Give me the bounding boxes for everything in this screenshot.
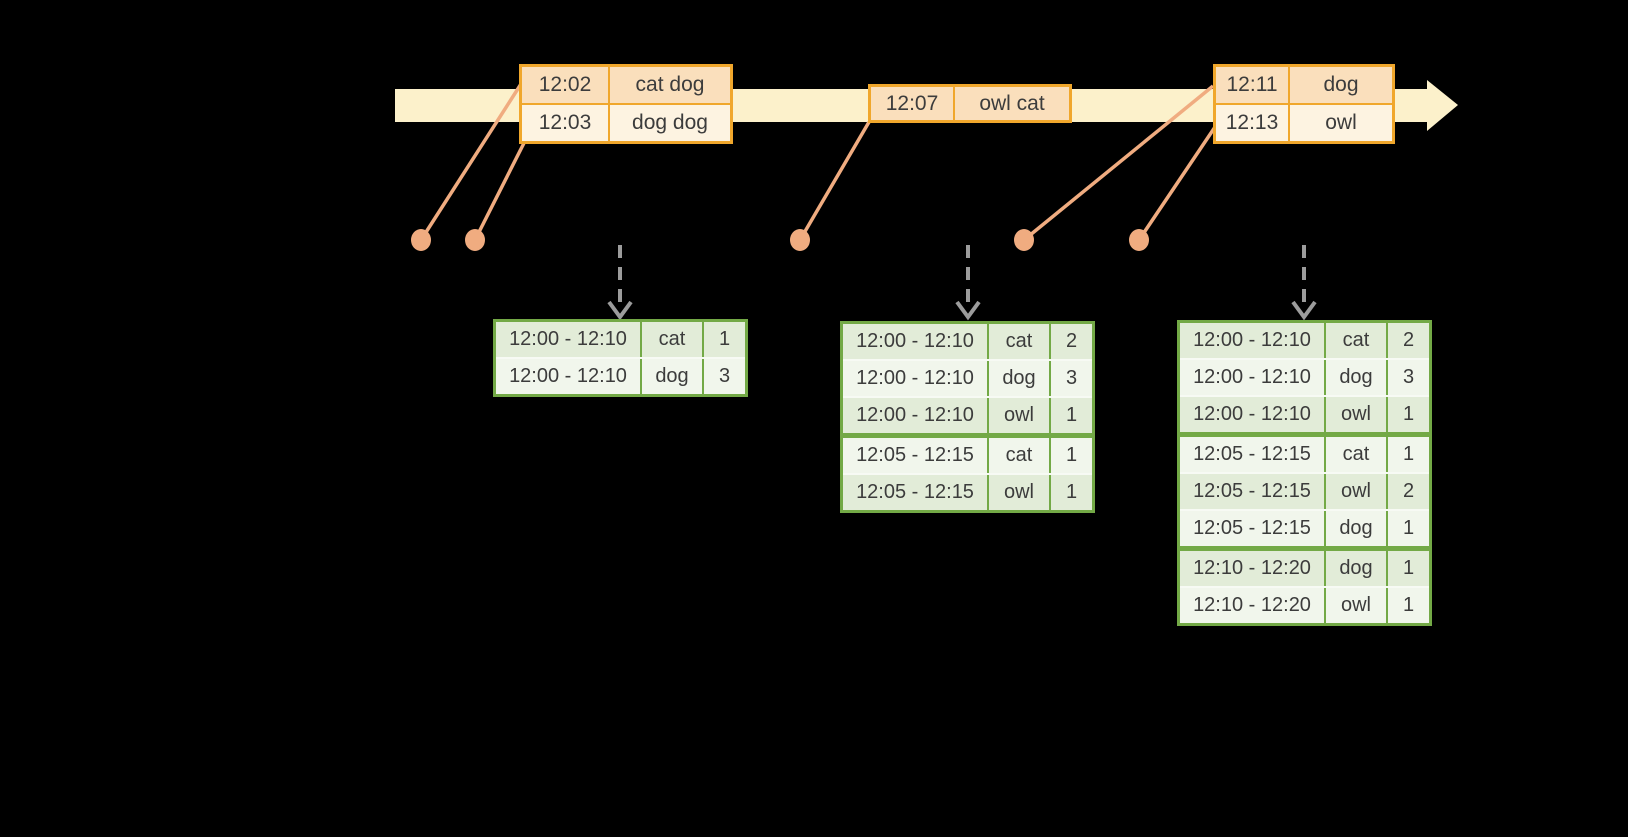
result-window-cell: 12:00 - 12:10	[496, 322, 640, 357]
result-window-cell: 12:05 - 12:15	[1180, 474, 1324, 509]
result-count-cell: 2	[1051, 324, 1092, 359]
result-word-cell: cat	[989, 324, 1049, 359]
result-word-cell: owl	[1326, 588, 1386, 623]
result-word-cell: owl	[1326, 397, 1386, 432]
trigger-arrowhead-icon	[1291, 300, 1317, 321]
result-window-cell: 12:10 - 12:20	[1180, 551, 1324, 586]
result-window-cell: 12:05 - 12:15	[843, 475, 987, 510]
event-words-cell: dog	[1290, 67, 1392, 103]
event-connector-line	[473, 142, 526, 241]
result-word-cell: dog	[1326, 360, 1386, 395]
result-count-cell: 1	[1051, 438, 1092, 473]
result-count-cell: 1	[1388, 551, 1429, 586]
result-word-cell: owl	[989, 475, 1049, 510]
event-dot	[790, 229, 810, 251]
result-count-cell: 1	[1051, 475, 1092, 510]
result-window-cell: 12:00 - 12:10	[496, 359, 640, 394]
result-word-cell: dog	[989, 361, 1049, 396]
event-time-cell: 12:03	[522, 105, 608, 141]
timeline-arrowhead-icon	[1427, 80, 1458, 131]
result-window-cell: 12:05 - 12:15	[1180, 437, 1324, 472]
event-connector-line	[1137, 126, 1217, 241]
event-time-cell: 12:07	[871, 87, 953, 120]
event-connector-line	[419, 83, 523, 241]
event-words-cell: dog dog	[610, 105, 730, 141]
result-window-cell: 12:00 - 12:10	[843, 398, 987, 433]
event-dot	[1129, 229, 1149, 251]
event-dot	[465, 229, 485, 251]
event-words-cell: owl cat	[955, 87, 1069, 120]
result-count-cell: 3	[1051, 361, 1092, 396]
result-window-cell: 12:00 - 12:10	[1180, 397, 1324, 432]
trigger-arrowhead-icon	[607, 300, 633, 321]
result-word-cell: cat	[989, 438, 1049, 473]
result-word-cell: owl	[989, 398, 1049, 433]
trigger-arrowhead-icon	[955, 300, 981, 321]
result-count-cell: 1	[704, 322, 745, 357]
result-word-cell: cat	[1326, 437, 1386, 472]
result-word-cell: owl	[1326, 474, 1386, 509]
event-time-cell: 12:02	[522, 67, 608, 103]
result-window-cell: 12:05 - 12:15	[1180, 511, 1324, 546]
result-window-cell: 12:00 - 12:10	[1180, 323, 1324, 358]
result-count-cell: 3	[704, 359, 745, 394]
result-word-cell: dog	[1326, 551, 1386, 586]
event-words-cell: cat dog	[610, 67, 730, 103]
result-count-cell: 2	[1388, 323, 1429, 358]
result-count-cell: 2	[1388, 474, 1429, 509]
event-dot	[411, 229, 431, 251]
result-word-cell: dog	[642, 359, 702, 394]
result-window-cell: 12:10 - 12:20	[1180, 588, 1324, 623]
result-count-cell: 1	[1051, 398, 1092, 433]
result-window-cell: 12:05 - 12:15	[843, 438, 987, 473]
result-count-cell: 1	[1388, 511, 1429, 546]
result-count-cell: 1	[1388, 397, 1429, 432]
event-connector-line	[1022, 84, 1215, 242]
result-window-cell: 12:00 - 12:10	[1180, 360, 1324, 395]
event-words-cell: owl	[1290, 105, 1392, 141]
result-window-cell: 12:00 - 12:10	[843, 361, 987, 396]
result-count-cell: 3	[1388, 360, 1429, 395]
result-count-cell: 1	[1388, 437, 1429, 472]
result-word-cell: cat	[1326, 323, 1386, 358]
event-time-cell: 12:11	[1216, 67, 1288, 103]
result-window-cell: 12:00 - 12:10	[843, 324, 987, 359]
result-word-cell: cat	[642, 322, 702, 357]
event-connector-line	[798, 121, 871, 241]
event-dot	[1014, 229, 1034, 251]
event-time-cell: 12:13	[1216, 105, 1288, 141]
result-count-cell: 1	[1388, 588, 1429, 623]
result-word-cell: dog	[1326, 511, 1386, 546]
